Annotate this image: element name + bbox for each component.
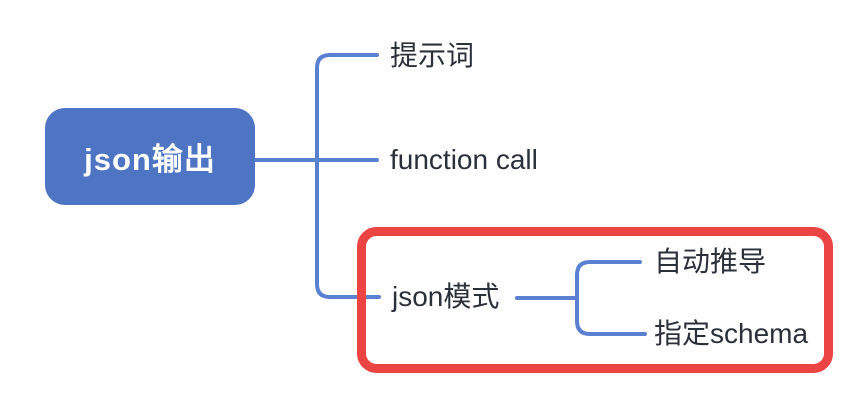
topic-function-call[interactable]: function call [390, 144, 538, 176]
topic-prompt-words[interactable]: 提示词 [390, 40, 475, 72]
connector-root-to-json-mode [315, 158, 381, 299]
topic-auto-infer[interactable]: 自动推导 [654, 246, 767, 278]
root-node-json-output[interactable]: json输出 [45, 108, 255, 205]
topic-json-mode[interactable]: json模式 [392, 281, 500, 313]
connector-root-to-prompt [315, 53, 379, 162]
topic-specify-schema[interactable]: 指定schema [654, 318, 809, 350]
root-node-label: json输出 [84, 142, 216, 177]
connector-json-mode-to-children [575, 260, 647, 336]
highlight-frame [357, 227, 833, 373]
